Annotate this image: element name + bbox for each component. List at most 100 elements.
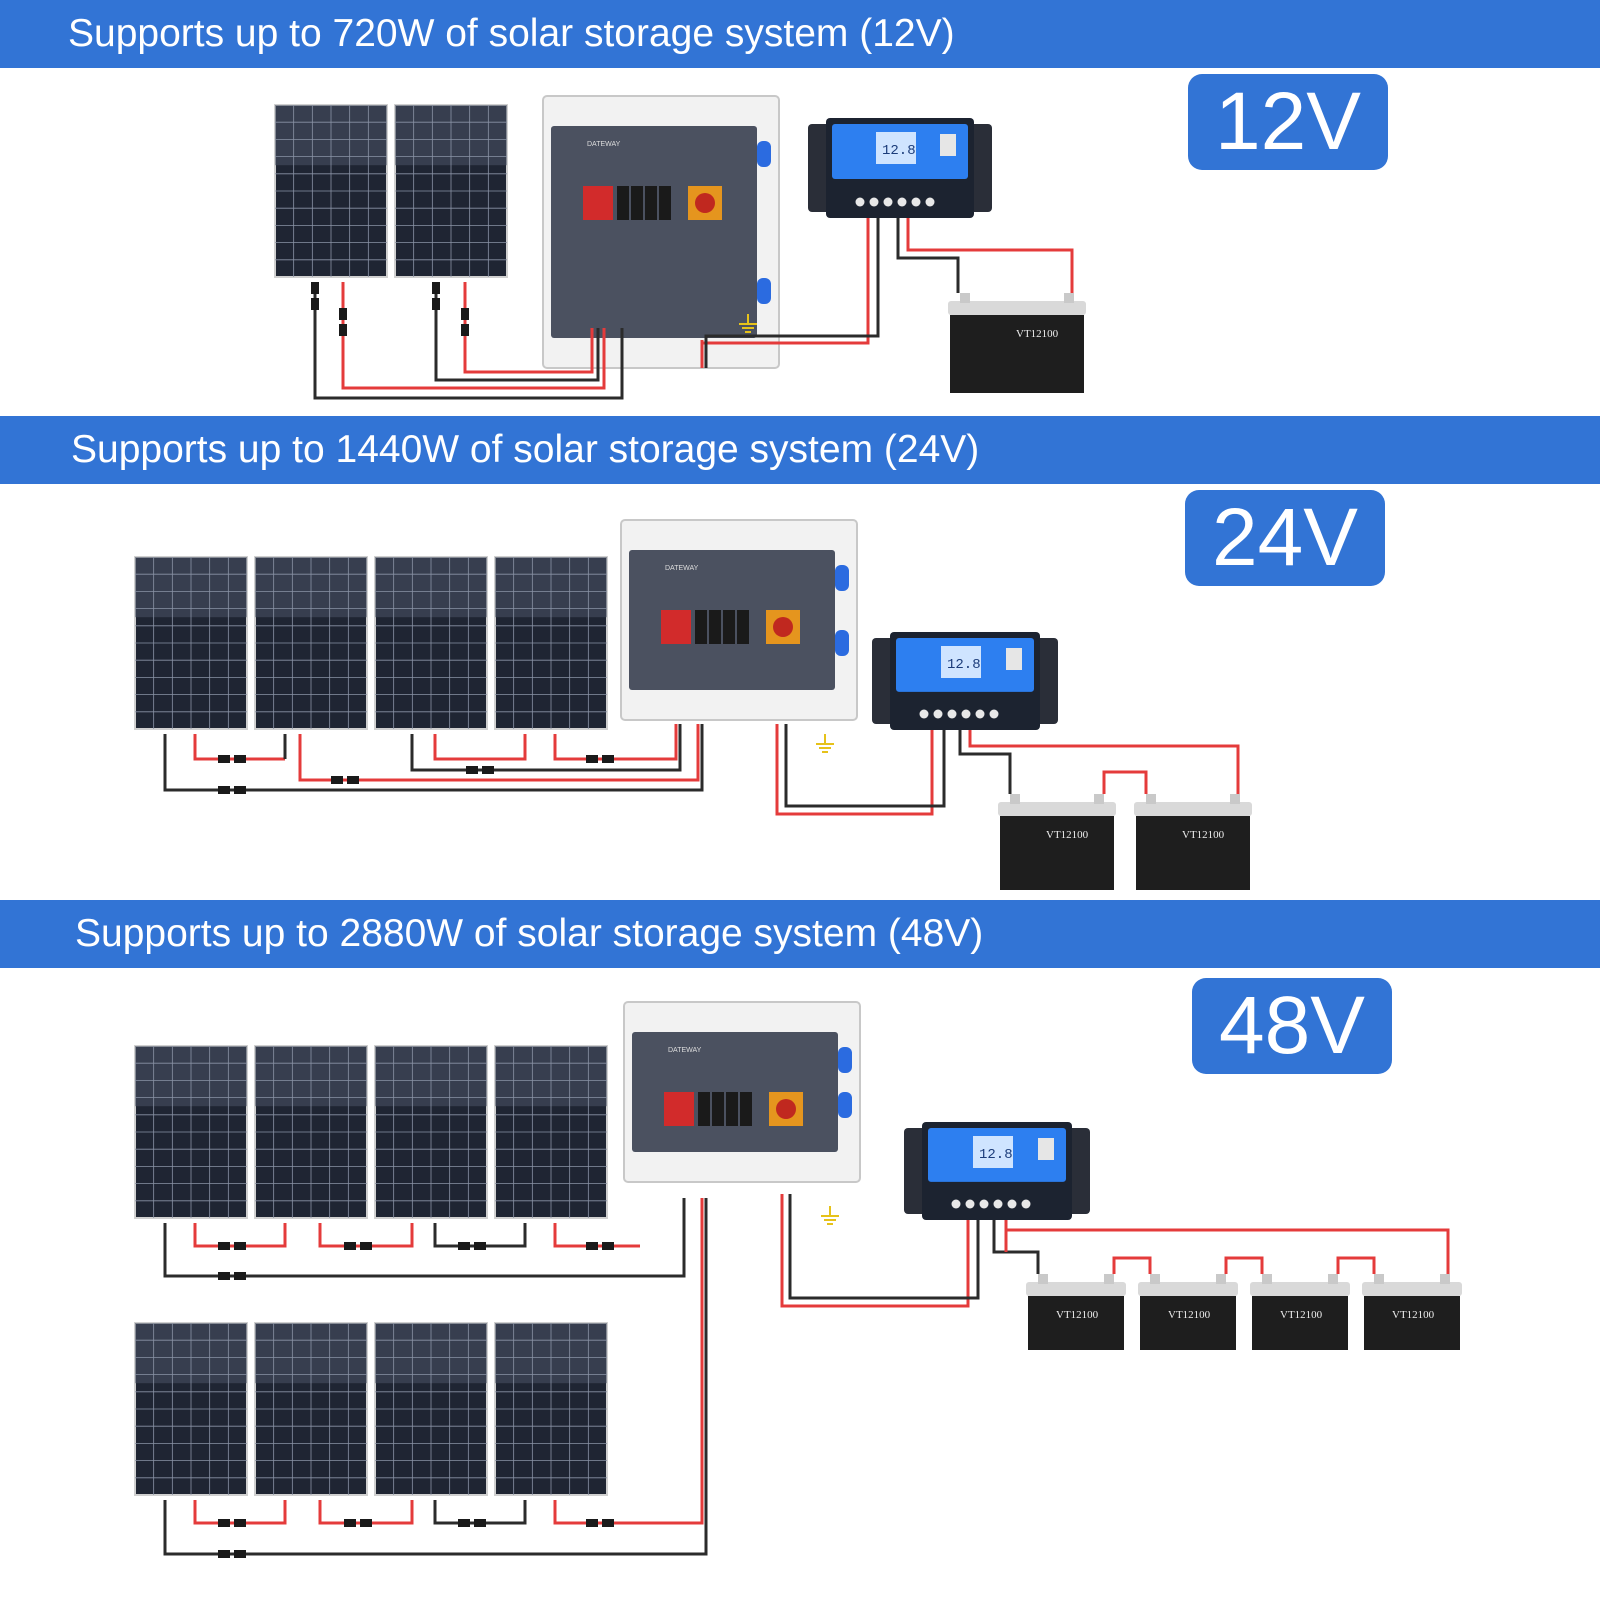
combiner-isolator-knob (776, 1099, 796, 1119)
wire-battery-series-2 (1224, 1256, 1264, 1274)
combiner-breaker-group (698, 1092, 752, 1126)
connector-male (586, 1519, 598, 1527)
battery-icon: VT12100 (1362, 1274, 1462, 1350)
controller-lcd (973, 1136, 1013, 1168)
wire-battery-series-1 (1112, 1256, 1152, 1274)
connector-female (234, 786, 246, 794)
battery-icon: VT12100 (948, 293, 1086, 393)
solar-panel-icon (134, 556, 248, 730)
connector-female (339, 324, 347, 336)
battery-icon: VT12100 (998, 794, 1116, 890)
voltage-badge-48v: 48V (1192, 978, 1392, 1074)
battery-model-label: VT12100 (1280, 1309, 1323, 1321)
section-24v-banner: Supports up to 1440W of solar storage sy… (0, 416, 1600, 484)
battery-lid (998, 802, 1116, 816)
controller-terminal (951, 1199, 961, 1209)
controller-terminal (993, 1199, 1003, 1209)
combiner-latch-top (835, 565, 849, 591)
section-24v-banner-text: Supports up to 1440W of solar storage sy… (71, 428, 980, 471)
connector-female (602, 1242, 614, 1250)
controller-terminal (897, 197, 907, 207)
controller-terminal (933, 709, 943, 719)
connector-female (234, 1519, 246, 1527)
wire-negative-main-top (163, 1198, 686, 1278)
battery-case (950, 315, 1084, 393)
ground-symbol-icon (816, 734, 834, 753)
combiner-fuse-red (661, 610, 691, 644)
wire-combiner-to-controller-neg (704, 218, 880, 368)
battery-lid (1134, 802, 1252, 816)
controller-terminal (947, 709, 957, 719)
mc4-connector-3 (432, 282, 440, 310)
wire-jumper-bot-4 (553, 1198, 704, 1525)
battery-terminal-pos (1064, 293, 1074, 303)
connector-male (461, 308, 469, 320)
battery-terminal-neg (1374, 1274, 1384, 1284)
ground-symbol-icon (739, 314, 757, 333)
combiner-breaker (723, 610, 735, 644)
section-48v-banner-text: Supports up to 2880W of solar storage sy… (75, 912, 984, 955)
combiner-brand-label: DATEWAY (668, 1047, 702, 1054)
wire-negative-main (163, 724, 704, 792)
battery-lid (1138, 1282, 1238, 1296)
connector-female (347, 776, 359, 784)
wire-panel-jumper-1 (193, 734, 285, 761)
combiner-breaker (726, 1092, 738, 1126)
mc4-connector-top-1 (218, 1242, 246, 1250)
battery-terminal-neg (960, 293, 970, 303)
combiner-breaker (631, 186, 643, 220)
connector-female (474, 1519, 486, 1527)
combiner-isolator-knob (695, 193, 715, 213)
mc4-connector-bot-4 (586, 1519, 614, 1527)
controller-terminal (883, 197, 893, 207)
controller-lcd-readout: 12.8 (979, 1147, 1013, 1163)
solar-panel-icon (254, 1322, 368, 1496)
mc4-connector-bot-2 (344, 1519, 372, 1527)
wire-battery-series (1102, 770, 1148, 794)
solar-panel-icon (374, 1045, 488, 1219)
connector-female (474, 1242, 486, 1250)
combiner-latch-top (838, 1047, 852, 1073)
section-12v-banner: Supports up to 720W of solar storage sys… (0, 0, 1600, 68)
battery-case (1028, 1296, 1124, 1350)
connector-male (218, 755, 230, 763)
connector-male (344, 1519, 356, 1527)
wire-controller-to-battery-neg (958, 730, 1012, 794)
combiner-breaker-group (617, 186, 671, 220)
connector-female (461, 324, 469, 336)
mc4-connector-5 (586, 755, 614, 763)
controller-usb-port (1006, 648, 1022, 670)
charge-controller-icon: 12.8 (808, 118, 992, 218)
mc4-connector-top-4 (586, 1242, 614, 1250)
wire-controller-to-battery-neg (992, 1220, 1040, 1274)
connector-female (234, 1550, 246, 1558)
battery-case (1140, 1296, 1236, 1350)
controller-lcd-readout: 12.8 (882, 143, 916, 159)
wire-battery-series-3 (1336, 1256, 1376, 1274)
wire-combiner-to-controller-neg (788, 1194, 980, 1300)
controller-terminal (919, 709, 929, 719)
voltage-badge-24v: 24V (1185, 490, 1385, 586)
connector-male (586, 755, 598, 763)
battery-model-label: VT12100 (1182, 829, 1225, 841)
battery-terminal-pos (1104, 1274, 1114, 1284)
combiner-breaker (617, 186, 629, 220)
mc4-connector-bot-1 (218, 1519, 246, 1527)
solar-panel-icon (374, 1322, 488, 1496)
connector-male (344, 1242, 356, 1250)
solar-panel-icon (494, 1045, 608, 1219)
mc4-connector-bot-5 (218, 1550, 246, 1558)
wire-combiner-to-controller-neg (784, 724, 946, 808)
battery-case (1136, 816, 1250, 890)
combiner-breaker (645, 186, 657, 220)
connector-male (466, 766, 478, 774)
battery-case (1000, 816, 1114, 890)
mc4-connector-bot-3 (458, 1519, 486, 1527)
combiner-isolator-knob (773, 617, 793, 637)
wire-negative-main-bottom (163, 1198, 708, 1556)
